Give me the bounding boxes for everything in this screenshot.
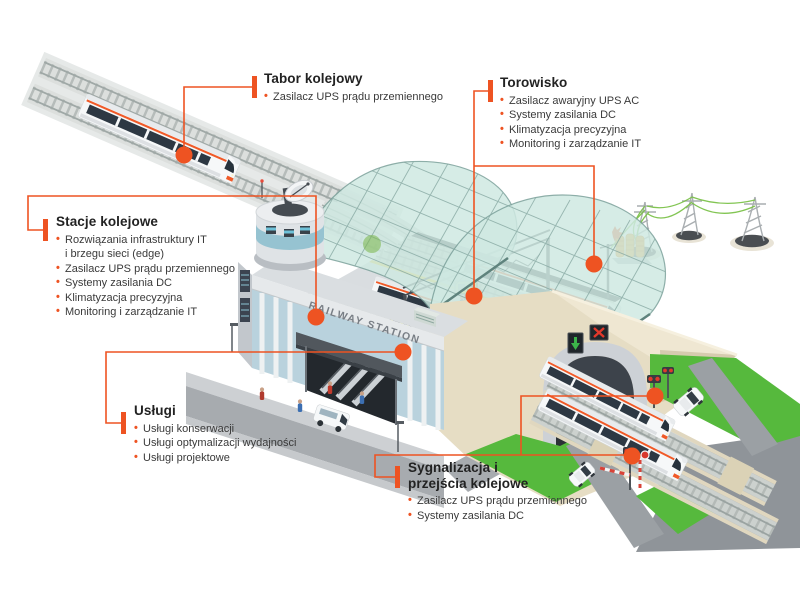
callout-title: Sygnalizacja i przejścia kolejowe xyxy=(408,460,529,491)
callout-bullet: Systemy zasilania DC xyxy=(408,508,587,524)
callout-marker xyxy=(252,76,257,98)
callout-bullet: Monitoring i zarządzanie IT xyxy=(500,136,641,152)
callout-marker xyxy=(395,466,400,488)
callout-bullets: Rozwiązania infrastruktury IT i brzegu s… xyxy=(56,232,235,320)
stop-sign-icon xyxy=(640,450,650,460)
callout-stacje-kolejowe: Stacje kolejowe Rozwiązania infrastruktu… xyxy=(56,214,235,320)
callout-connectors xyxy=(27,86,655,478)
tunnel-signal-red-x-icon xyxy=(589,324,609,341)
callout-bullet: Zasilacz UPS prądu przemiennego xyxy=(264,89,443,105)
callout-bullets: Usługi konserwacji Usługi optymalizacji … xyxy=(134,421,296,466)
station-building: RAILWAY STATION xyxy=(238,259,468,430)
crossing-barrier xyxy=(599,466,631,477)
suv-upper xyxy=(673,387,704,417)
callout-marker xyxy=(488,80,493,102)
wall-vent xyxy=(240,270,250,322)
callout-title: Stacje kolejowe xyxy=(56,214,159,229)
callout-title: Tabor kolejowy xyxy=(264,71,363,86)
station-entrance xyxy=(296,332,402,425)
callout-bullet: Monitoring i zarządzanie IT xyxy=(56,304,235,320)
tunnel-signal-green-arrow-icon xyxy=(567,332,584,354)
road-lower xyxy=(566,434,664,548)
callout-bullet: Klimatyzacja precyzyjna xyxy=(500,122,641,138)
roof-vent-unit xyxy=(414,307,440,327)
van xyxy=(313,404,350,432)
callout-bullet: Rozwiązania infrastruktury IT xyxy=(56,232,235,248)
callout-bullet-continuation: i brzegu sieci (edge) xyxy=(65,248,165,261)
callout-bullet: Usługi projektowe xyxy=(134,450,296,466)
callout-title: Usługi xyxy=(134,403,176,418)
tree-through-glass xyxy=(363,235,381,253)
callout-bullet: Systemy zasilania DC xyxy=(500,107,641,123)
callout-bullet: Usługi optymalizacji wydajności xyxy=(134,435,296,451)
callout-torowisko: Torowisko Zasilacz awaryjny UPS AC Syste… xyxy=(500,75,641,152)
lamp-post xyxy=(230,323,238,352)
lamp-post xyxy=(396,421,404,452)
callout-tabor-kolejowy: Tabor kolejowy Zasilacz UPS prądu przemi… xyxy=(264,71,443,104)
control-tower xyxy=(254,179,326,271)
escalators xyxy=(319,355,387,407)
callout-title: Torowisko xyxy=(500,75,568,90)
road-upper xyxy=(688,358,778,456)
callout-bullets: Zasilacz awaryjny UPS AC Systemy zasilan… xyxy=(500,93,641,152)
car-lower xyxy=(568,461,596,488)
callout-uslugi: Usługi Usługi konserwacji Usługi optymal… xyxy=(134,403,296,465)
callout-bullet: Zasilacz awaryjny UPS AC xyxy=(500,93,641,109)
callout-dots xyxy=(175,146,664,465)
callout-marker xyxy=(43,219,48,241)
callout-bullets: Zasilacz UPS prądu przemiennego xyxy=(264,89,443,105)
callout-marker xyxy=(121,412,126,434)
callout-bullet: Systemy zasilania DC xyxy=(56,275,235,291)
power-lines xyxy=(610,196,756,249)
callout-sygnalizacja: Sygnalizacja i przejścia kolejowe Zasila… xyxy=(408,460,587,523)
grass-lower-right xyxy=(636,476,730,534)
callout-bullets: Zasilacz UPS prądu przemiennego Systemy … xyxy=(408,493,587,524)
callout-bullet: Zasilacz UPS prądu przemiennego xyxy=(56,261,235,277)
callout-bullet: Klimatyzacja precyzyjna xyxy=(56,290,235,306)
callout-bullet: Usługi konserwacji xyxy=(134,421,296,437)
callout-bullet: Zasilacz UPS prądu przemiennego xyxy=(408,493,587,509)
